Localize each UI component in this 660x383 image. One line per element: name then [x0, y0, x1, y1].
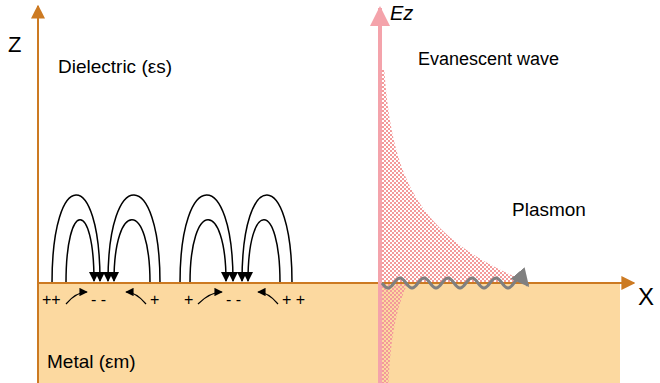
metal-region	[38, 283, 620, 383]
charge-sign: ++	[42, 291, 61, 309]
charge-sign: - -	[226, 291, 241, 309]
region-label: Dielectric (εs)	[58, 57, 172, 78]
plasmon-wave-line	[382, 278, 528, 288]
charge-sign: + +	[282, 291, 305, 309]
plasmon-wave	[382, 278, 528, 288]
ez-axis	[378, 8, 382, 383]
axis-label: X	[638, 284, 654, 310]
charge-sign: - -	[91, 291, 106, 309]
evanescent-decay-metal	[380, 283, 408, 383]
charge-sign: +	[150, 291, 159, 309]
evanescent-field	[380, 70, 530, 383]
charge-sign: +	[184, 291, 193, 309]
evanescent-decay	[380, 70, 530, 283]
region-label: Metal (εm)	[47, 352, 136, 373]
x-axis	[38, 282, 634, 284]
z-axis	[37, 6, 39, 383]
axis-label: Z	[8, 33, 21, 57]
annotation-label: Plasmon	[512, 200, 586, 221]
field-lines	[52, 195, 292, 283]
annotation-label: Evanescent wave	[418, 50, 559, 70]
axis-label: Ez	[390, 2, 413, 24]
